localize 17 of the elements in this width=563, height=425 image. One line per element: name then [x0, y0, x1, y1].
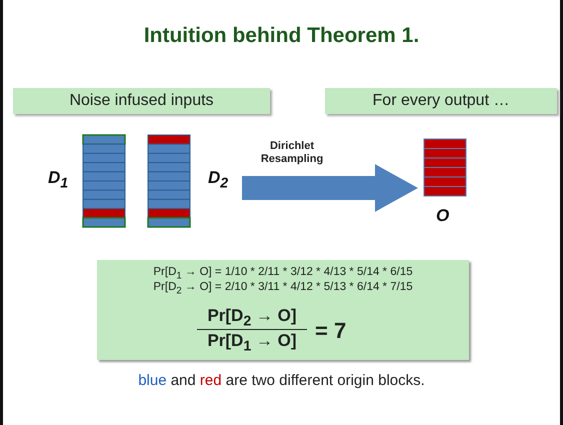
header-box: Noise infused inputs [13, 88, 270, 114]
formula-line: Pr[D$_{1}$ → O] = 1/10 * 2/11 * 3/12 * 4/13 * 5/14 * 6/15 [152, 266, 414, 282]
block-arrow [242, 164, 418, 212]
fraction-denominator: Pr[D$_{1}$ → O] [206, 331, 298, 354]
formula-line: Pr[D$_{2}$ → O] = 2/10 * 3/11 * 4/12 * 5/13 * 6/14 * 7/15 [152, 281, 414, 296]
block-stack-drawing [423, 138, 467, 197]
stack-label: D$_{1}$ [48, 168, 68, 192]
slide-title: Intuition behind Theorem 1. [142, 24, 420, 48]
caption-text: blue and red are two different origin blocks. [137, 372, 426, 389]
header-box: For every output … [325, 88, 557, 114]
equation-result: = 7 [315, 318, 346, 344]
block-stack-drawing [147, 134, 191, 228]
block-stack-drawing [82, 134, 126, 228]
stack-label: O [436, 206, 450, 226]
fraction-numerator: Pr[D$_{2}$ → O] [197, 306, 307, 330]
stack-label: D$_{2}$ [208, 168, 228, 192]
formula-box [97, 260, 469, 360]
